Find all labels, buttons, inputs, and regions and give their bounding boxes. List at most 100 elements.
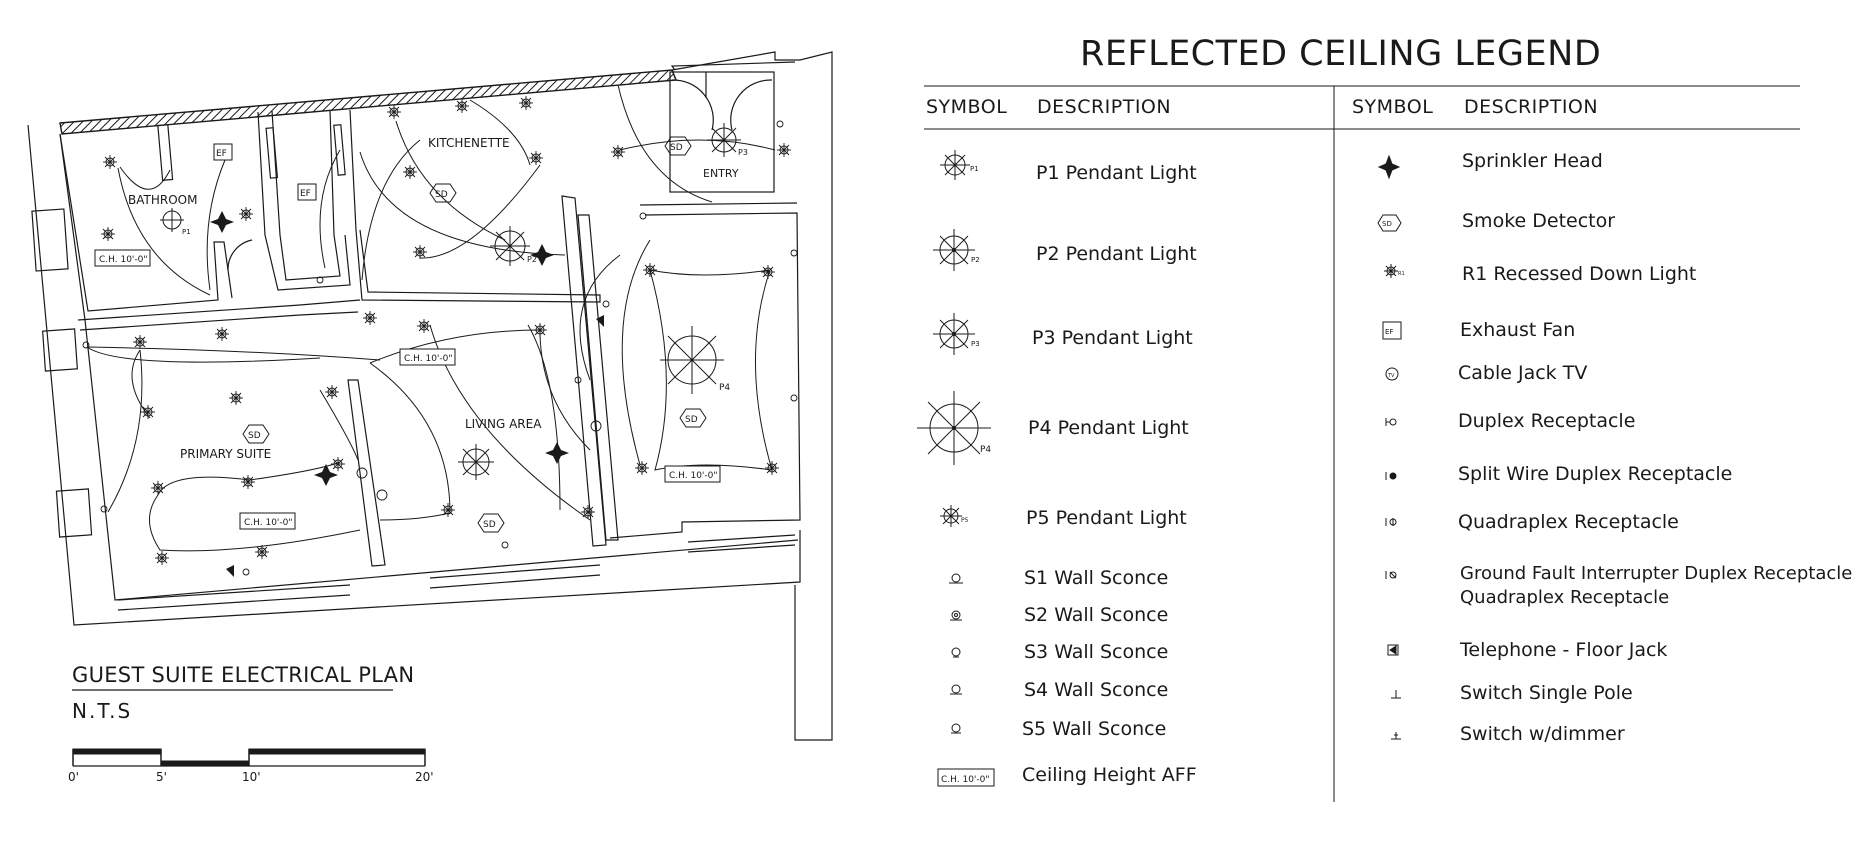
s2-wall-sconce-icon <box>950 610 962 621</box>
legend-symbol-header: SYMBOL <box>1352 96 1434 118</box>
recessed-light <box>387 105 401 119</box>
central-wall <box>561 195 607 547</box>
s3-wall-sconce-icon <box>951 647 961 658</box>
recessed-light <box>155 551 169 565</box>
legend-description-header: DESCRIPTION <box>1037 96 1172 118</box>
bathroom-walls <box>59 133 233 312</box>
recessed-light <box>151 481 165 495</box>
smoke-detector-tag: SD <box>685 415 698 425</box>
recessed-light <box>363 311 377 325</box>
sprinkler-head <box>530 244 554 266</box>
pendant-tag: P3 <box>738 148 748 157</box>
legend-desc-s1: S1 Wall Sconce <box>1024 567 1169 589</box>
sprinkler-head <box>210 211 234 233</box>
p1-pendant-light-icon <box>940 150 970 180</box>
ceiling-height-tag: C.H. 10'-0" <box>404 354 453 364</box>
p2-pendant-light-icon <box>933 229 975 271</box>
legend-desc-s2: S2 Wall Sconce <box>1024 604 1169 626</box>
legend-desc-split-wire: Split Wire Duplex Receptacle <box>1458 463 1733 485</box>
legend-desc-quadraplex: Quadraplex Receptacle <box>1458 511 1679 533</box>
ceiling-height-tag: C.H. 10'-0" <box>99 255 148 265</box>
s5-wall-sconce-icon <box>951 723 961 734</box>
exhaust-fan-tag: EF <box>300 189 311 199</box>
recessed-light <box>643 263 657 277</box>
cable-jack-tv-icon <box>1385 367 1399 381</box>
legend-desc-switch-single: Switch Single Pole <box>1460 682 1633 704</box>
recessed-light <box>101 227 115 241</box>
legend-description-header: DESCRIPTION <box>1464 96 1599 118</box>
exhaust-fan-tag: EF <box>216 149 227 159</box>
window-left-3 <box>55 488 93 538</box>
recessed-down-light-icon <box>1384 264 1398 278</box>
legend-desc-smoke: Smoke Detector <box>1462 210 1616 232</box>
scale-tick-label: 10' <box>242 770 261 784</box>
recessed-light <box>103 155 117 169</box>
recessed-light <box>533 323 547 337</box>
legend-desc-p5: P5 Pendant Light <box>1026 507 1187 529</box>
window-left-1 <box>31 208 69 272</box>
quadraplex-receptacle-icon <box>1385 518 1397 526</box>
scale-bar <box>72 748 426 767</box>
recessed-light <box>215 327 229 341</box>
exhaust-fan-icon <box>1382 321 1402 340</box>
legend-desc-duplex: Duplex Receptacle <box>1458 410 1636 432</box>
recessed-light <box>765 461 779 475</box>
room-label-primary: PRIMARY SUITE <box>180 447 271 461</box>
recessed-light <box>455 99 469 113</box>
recessed-light <box>441 503 455 517</box>
p2-symbol-label: P2 <box>971 256 980 264</box>
p4-pendant-light-icon <box>917 391 991 465</box>
pendant-p1-fixture <box>160 208 184 232</box>
legend-desc-switch-dimmer: Switch w/dimmer <box>1460 723 1625 745</box>
legend-title: REFLECTED CEILING LEGEND <box>1080 34 1602 74</box>
room-label-entry: ENTRY <box>703 167 739 180</box>
legend-desc-s3: S3 Wall Sconce <box>1024 641 1169 663</box>
pendant-p3-fixture <box>458 444 494 480</box>
legend-desc-p3: P3 Pendant Light <box>1032 327 1193 349</box>
sprinkler-head <box>314 464 338 486</box>
p5-symbol-label: P5 <box>961 517 969 524</box>
outer-boundary <box>27 124 801 626</box>
recessed-light <box>229 391 243 405</box>
recessed-light <box>241 475 255 489</box>
pendant-p3-fixture <box>707 123 741 157</box>
recessed-light <box>239 207 253 221</box>
recessed-light <box>141 405 155 419</box>
legend-symbol-header: SYMBOL <box>926 96 1008 118</box>
p1-symbol-label: P1 <box>970 165 979 173</box>
s4-wall-sconce-icon <box>950 684 962 695</box>
window-left-2 <box>42 328 78 372</box>
telephone-jack <box>226 565 234 577</box>
ceiling-height-symbol-label: C.H. 10'-0" <box>941 775 990 785</box>
legend-desc-telephone: Telephone - Floor Jack <box>1460 639 1668 661</box>
scale-tick-label: 5' <box>156 770 167 784</box>
legend-desc-p4: P4 Pendant Light <box>1028 417 1189 439</box>
legend-desc-ceiling-height: Ceiling Height AFF <box>1022 764 1197 786</box>
smoke-detector-tag: SD <box>670 143 683 153</box>
plan-title: GUEST SUITE ELECTRICAL PLAN <box>72 663 415 687</box>
telephone-floor-jack-icon <box>1387 644 1399 656</box>
p3-pendant-light-icon <box>933 313 975 355</box>
smoke-detector-tag: SD <box>435 190 448 200</box>
telephone-jack <box>596 315 604 327</box>
recessed-symbol-label: R1 <box>1398 271 1405 277</box>
pendant-tag: P1 <box>182 228 191 236</box>
room-label-kitchenette: KITCHENETTE <box>428 136 510 150</box>
switch-dimmer-icon <box>1391 732 1401 740</box>
legend-desc-exhaust-fan: Exhaust Fan <box>1460 319 1576 341</box>
recessed-light <box>581 505 595 519</box>
recessed-light <box>777 143 791 157</box>
legend-desc-s5: S5 Wall Sconce <box>1022 718 1167 740</box>
recessed-light <box>761 265 775 279</box>
recessed-light <box>331 457 345 471</box>
scale-tick-label: 0' <box>68 770 79 784</box>
p4-symbol-label: P4 <box>980 445 991 455</box>
ceiling-height-tag: C.H. 10'-0" <box>244 518 293 528</box>
legend-desc-s4: S4 Wall Sconce <box>1024 679 1169 701</box>
split-wire-receptacle-icon <box>1385 472 1397 480</box>
legend-desc-sprinkler: Sprinkler Head <box>1462 150 1603 172</box>
plan-scale-note: N.T.S <box>72 699 133 723</box>
recessed-light <box>413 245 427 259</box>
legend-desc-gfi-line2: Quadraplex Receptacle <box>1460 587 1670 608</box>
